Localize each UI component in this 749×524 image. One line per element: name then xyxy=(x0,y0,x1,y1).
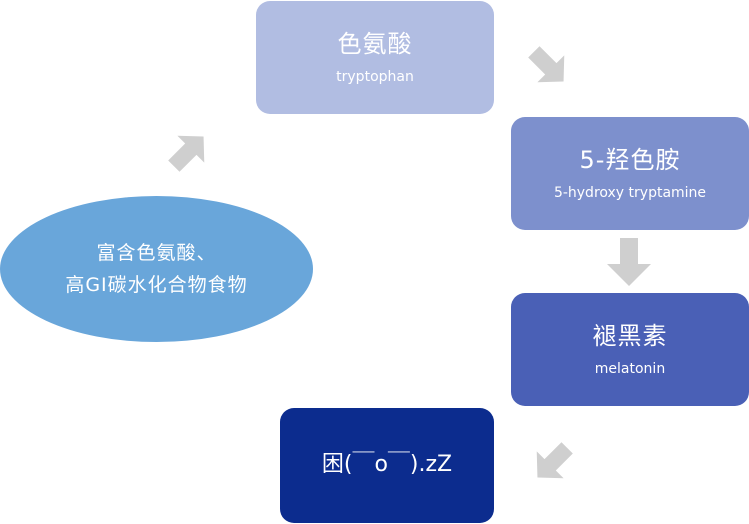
arrow-down-icon xyxy=(607,238,651,286)
sleepy-node: 困(￣o￣).zZ xyxy=(280,408,494,523)
tryptophan-sublabel: tryptophan xyxy=(336,68,414,85)
melatonin-label: 褪黑素 xyxy=(592,321,668,350)
tryptophan-label: 色氨酸 xyxy=(337,29,413,58)
food-source-line-2: 高GI碳水化合物食物 xyxy=(65,274,248,296)
melatonin-sublabel: melatonin xyxy=(594,360,666,377)
arrow-down-left-icon xyxy=(536,442,573,479)
food-source-node: 富含色氨酸、 高GI碳水化合物食物 xyxy=(0,196,313,342)
tryptophan-node: 色氨酸 tryptophan xyxy=(256,1,494,114)
hydroxytryptamine-label: 5-羟色胺 xyxy=(579,145,681,174)
arrow-down-right-icon xyxy=(528,46,565,83)
melatonin-node: 褪黑素 melatonin xyxy=(511,293,749,406)
arrow-up-right-icon xyxy=(168,135,205,172)
hydroxytryptamine-sublabel: 5-hydroxy tryptamine xyxy=(553,184,707,201)
sleepy-label: 困(￣o￣).zZ xyxy=(321,452,453,478)
hydroxytryptamine-node: 5-羟色胺 5-hydroxy tryptamine xyxy=(511,117,749,230)
food-source-line-1: 富含色氨酸、 xyxy=(96,242,217,264)
